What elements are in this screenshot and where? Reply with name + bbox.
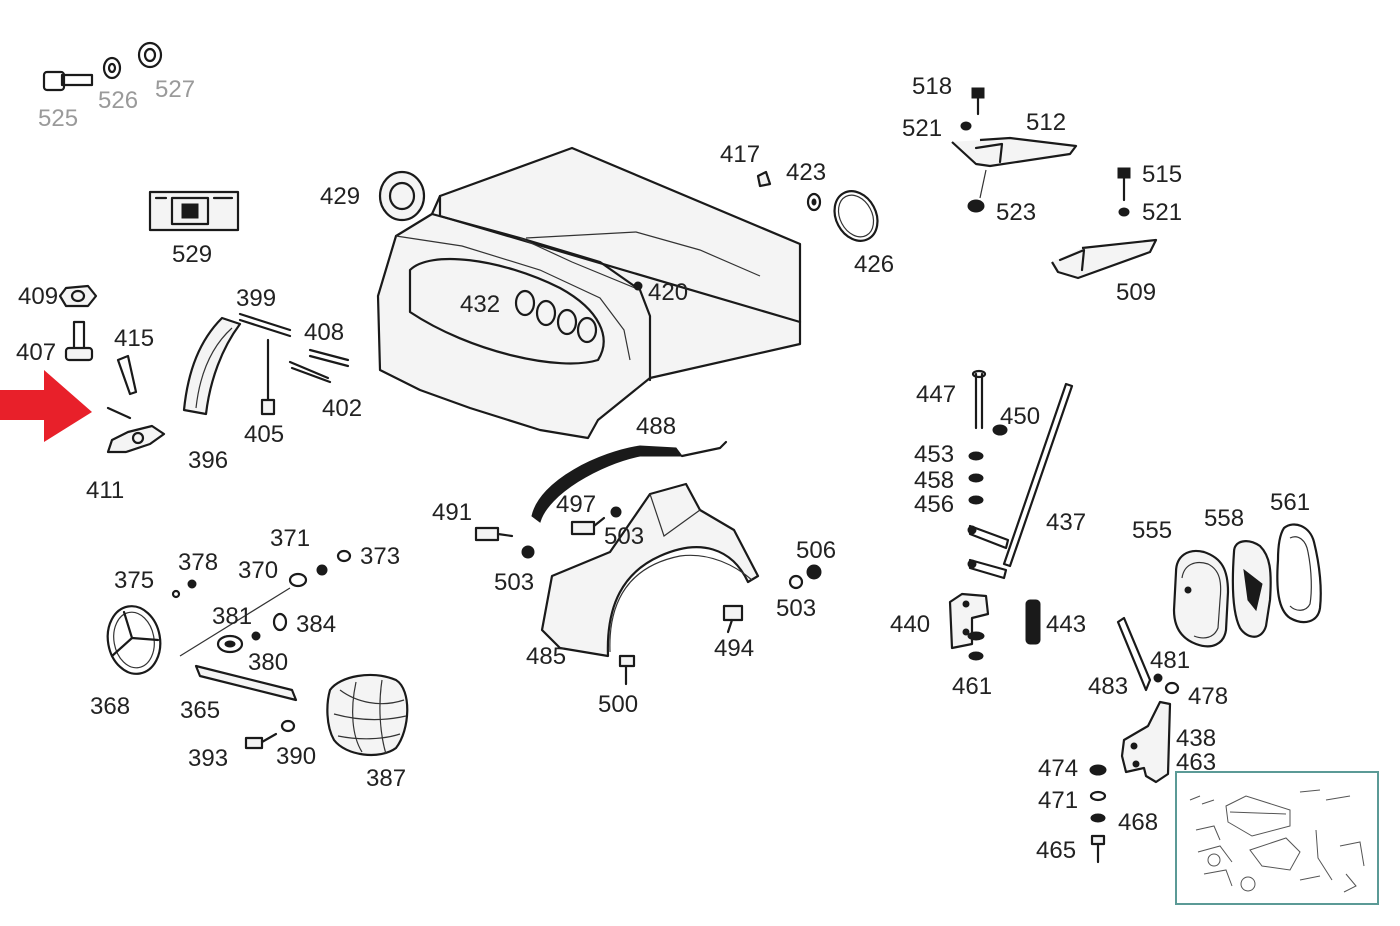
callout-500: 500 bbox=[598, 691, 638, 718]
callout-503-upper: 503 bbox=[604, 523, 644, 550]
bracket-512 bbox=[951, 87, 1078, 213]
callout-440: 440 bbox=[890, 611, 930, 638]
callout-485: 485 bbox=[526, 643, 566, 670]
callout-512: 512 bbox=[1026, 109, 1066, 136]
callout-396: 396 bbox=[188, 447, 228, 474]
callout-420: 420 bbox=[648, 279, 688, 306]
callout-407: 407 bbox=[16, 339, 56, 366]
callout-408: 408 bbox=[304, 319, 344, 346]
callout-453: 453 bbox=[914, 441, 954, 468]
bracket-396-399-402 bbox=[182, 312, 350, 416]
bracket-assembly-438 bbox=[1089, 616, 1180, 864]
callout-521-lower: 521 bbox=[1142, 199, 1182, 226]
callout-371: 371 bbox=[270, 525, 310, 552]
overview-thumbnail[interactable] bbox=[1175, 771, 1379, 905]
callout-461: 461 bbox=[952, 673, 992, 700]
plate-529 bbox=[148, 190, 240, 232]
callout-370: 370 bbox=[238, 557, 278, 584]
bracket-440 bbox=[948, 592, 1041, 661]
callout-503-right: 503 bbox=[776, 595, 816, 622]
callout-399: 399 bbox=[236, 285, 276, 312]
callout-423: 423 bbox=[786, 159, 826, 186]
callout-450: 450 bbox=[1000, 403, 1040, 430]
callout-521-upper: 521 bbox=[902, 115, 942, 142]
callout-494: 494 bbox=[714, 635, 754, 662]
callout-384: 384 bbox=[296, 611, 336, 638]
callout-438: 438 bbox=[1176, 725, 1216, 752]
callout-474: 474 bbox=[1038, 755, 1078, 782]
callout-561: 561 bbox=[1270, 489, 1310, 516]
highlight-arrow bbox=[0, 370, 92, 442]
callout-526: 526 bbox=[98, 87, 138, 114]
callout-491: 491 bbox=[432, 499, 472, 526]
callout-471: 471 bbox=[1038, 787, 1078, 814]
callout-405: 405 bbox=[244, 421, 284, 448]
callout-558: 558 bbox=[1204, 505, 1244, 532]
callout-429: 429 bbox=[320, 183, 360, 210]
callout-432: 432 bbox=[460, 291, 500, 318]
bracket-509 bbox=[1051, 167, 1158, 280]
callout-468: 468 bbox=[1118, 809, 1158, 836]
callout-525: 525 bbox=[38, 105, 78, 132]
lamp-set-555-561 bbox=[1172, 523, 1322, 648]
callout-527: 527 bbox=[155, 76, 195, 103]
callout-402: 402 bbox=[322, 395, 362, 422]
callout-555: 555 bbox=[1132, 517, 1172, 544]
callout-529: 529 bbox=[172, 241, 212, 268]
callout-456: 456 bbox=[914, 491, 954, 518]
callout-465: 465 bbox=[1036, 837, 1076, 864]
callout-409: 409 bbox=[18, 283, 58, 310]
callout-515: 515 bbox=[1142, 161, 1182, 188]
callout-411: 411 bbox=[86, 477, 124, 504]
callout-447: 447 bbox=[916, 381, 956, 408]
callout-437: 437 bbox=[1046, 509, 1086, 536]
rod-assembly-437 bbox=[967, 369, 1074, 580]
callout-458: 458 bbox=[914, 467, 954, 494]
callout-387: 387 bbox=[366, 765, 406, 792]
callout-417: 417 bbox=[720, 141, 760, 168]
hardware-525-527 bbox=[42, 41, 163, 92]
callout-483: 483 bbox=[1088, 673, 1128, 700]
hardware-409-407-415-411 bbox=[58, 284, 166, 454]
callout-368: 368 bbox=[90, 693, 130, 720]
callout-509: 509 bbox=[1116, 279, 1156, 306]
fender-485 bbox=[474, 440, 822, 686]
callout-415: 415 bbox=[114, 325, 154, 352]
callout-380: 380 bbox=[248, 649, 288, 676]
callout-523: 523 bbox=[996, 199, 1036, 226]
callout-390: 390 bbox=[276, 743, 316, 770]
callout-426: 426 bbox=[854, 251, 894, 278]
callout-381: 381 bbox=[212, 603, 252, 630]
parts-417-423-426 bbox=[756, 170, 879, 242]
grommet-429 bbox=[378, 170, 426, 222]
callout-503-left: 503 bbox=[494, 569, 534, 596]
callout-506: 506 bbox=[796, 537, 836, 564]
housing-432 bbox=[376, 146, 802, 440]
headlight-assembly-387 bbox=[106, 549, 409, 756]
callout-478: 478 bbox=[1188, 683, 1228, 710]
callout-375: 375 bbox=[114, 567, 154, 594]
callout-373: 373 bbox=[360, 543, 400, 570]
callout-481: 481 bbox=[1150, 647, 1190, 674]
callout-393: 393 bbox=[188, 745, 228, 772]
callout-378: 378 bbox=[178, 549, 218, 576]
callout-443: 443 bbox=[1046, 611, 1086, 638]
callout-488: 488 bbox=[636, 413, 676, 440]
callout-497: 497 bbox=[556, 491, 596, 518]
callout-518: 518 bbox=[912, 73, 952, 100]
callout-365: 365 bbox=[180, 697, 220, 724]
